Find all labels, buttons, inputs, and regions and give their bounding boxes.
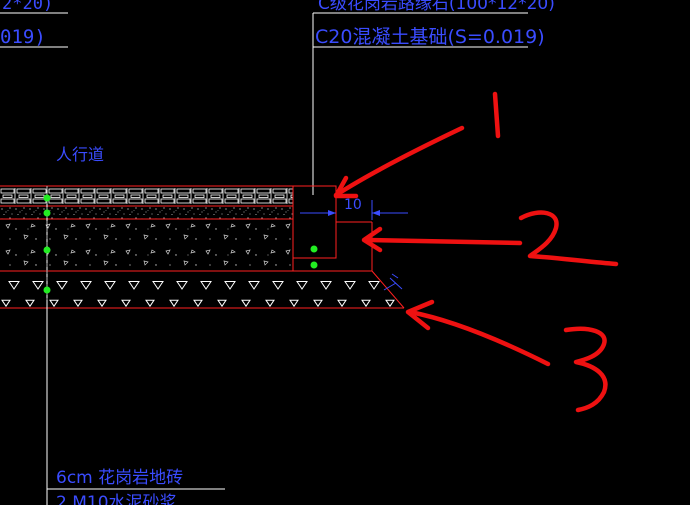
gravel-triangle <box>368 281 380 290</box>
top-right-labels: C级花岗岩路缘石(100*12*20) C20混凝土基础(S=0.019) <box>312 0 555 195</box>
gravel-triangle <box>145 299 155 308</box>
markup-arrow-3 <box>407 309 551 367</box>
slope-marks <box>383 273 403 291</box>
gravel-triangle <box>361 299 371 308</box>
gravel-triangle <box>272 281 284 290</box>
gravel-triangle <box>1 299 11 308</box>
gravel-triangle <box>337 299 347 308</box>
gravel-triangle <box>8 281 20 290</box>
gravel-triangle <box>97 299 107 308</box>
gravel-triangle <box>73 299 83 308</box>
gravel-triangle <box>169 299 179 308</box>
gravel-triangle <box>385 299 395 308</box>
gravel-triangle <box>193 299 203 308</box>
markup-number-3 <box>563 326 608 413</box>
markup-arrow-2 <box>363 237 523 246</box>
gravel-base-layer <box>0 270 405 309</box>
markup-annotations <box>333 91 619 413</box>
gravel-triangle <box>49 299 59 308</box>
markup-number-2 <box>518 210 619 267</box>
gravel-triangle <box>320 281 332 290</box>
gravel-triangle <box>296 281 308 290</box>
mortar-layer <box>0 206 293 219</box>
curb-stone-label: C级花岗岩路缘石(100*12*20) <box>318 0 555 14</box>
dimension-annotation: 10 <box>300 197 408 220</box>
gravel-triangle <box>313 299 323 308</box>
markup-arrow-1 <box>333 125 465 198</box>
markup-number-1 <box>492 91 501 139</box>
dimension-value: 10 <box>344 197 362 213</box>
gravel-triangle <box>176 281 188 290</box>
gravel-triangle <box>104 281 116 290</box>
granite-tile-label: 6cm 花岗岩地砖 <box>56 468 183 488</box>
gravel-symbols <box>1 281 395 308</box>
sidewalk-label: 人行道 <box>56 145 104 164</box>
gravel-triangle <box>80 281 92 290</box>
gravel-triangle <box>241 299 251 308</box>
gravel-triangle <box>344 281 356 290</box>
pavement-section <box>0 185 372 272</box>
paving-brick-layer <box>0 186 293 206</box>
gravel-triangle <box>128 281 140 290</box>
gravel-triangle <box>121 299 131 308</box>
curb-stone <box>292 185 373 271</box>
gravel-triangle <box>265 299 275 308</box>
gravel-triangle <box>224 281 236 290</box>
concrete-base-label: C20混凝土基础(S=0.019) <box>315 26 545 48</box>
bottom-labels: 6cm 花岗岩地砖 2 M10水泥砂浆 <box>47 468 225 505</box>
gravel-triangle <box>56 281 68 290</box>
gravel-triangle <box>25 299 35 308</box>
gravel-triangle <box>248 281 260 290</box>
gravel-triangle <box>289 299 299 308</box>
top-left-labels: 2*20) 019) <box>0 0 68 48</box>
top-left-label-line1: 2*20) <box>2 0 53 14</box>
grip-points <box>43 194 318 294</box>
gravel-triangle <box>200 281 212 290</box>
concrete-layer <box>0 219 293 271</box>
top-left-label-line2: 019) <box>0 26 46 48</box>
gravel-triangle <box>32 281 44 290</box>
gravel-triangle <box>217 299 227 308</box>
mortar-label: 2 M10水泥砂浆 <box>56 493 177 505</box>
gravel-triangle <box>152 281 164 290</box>
